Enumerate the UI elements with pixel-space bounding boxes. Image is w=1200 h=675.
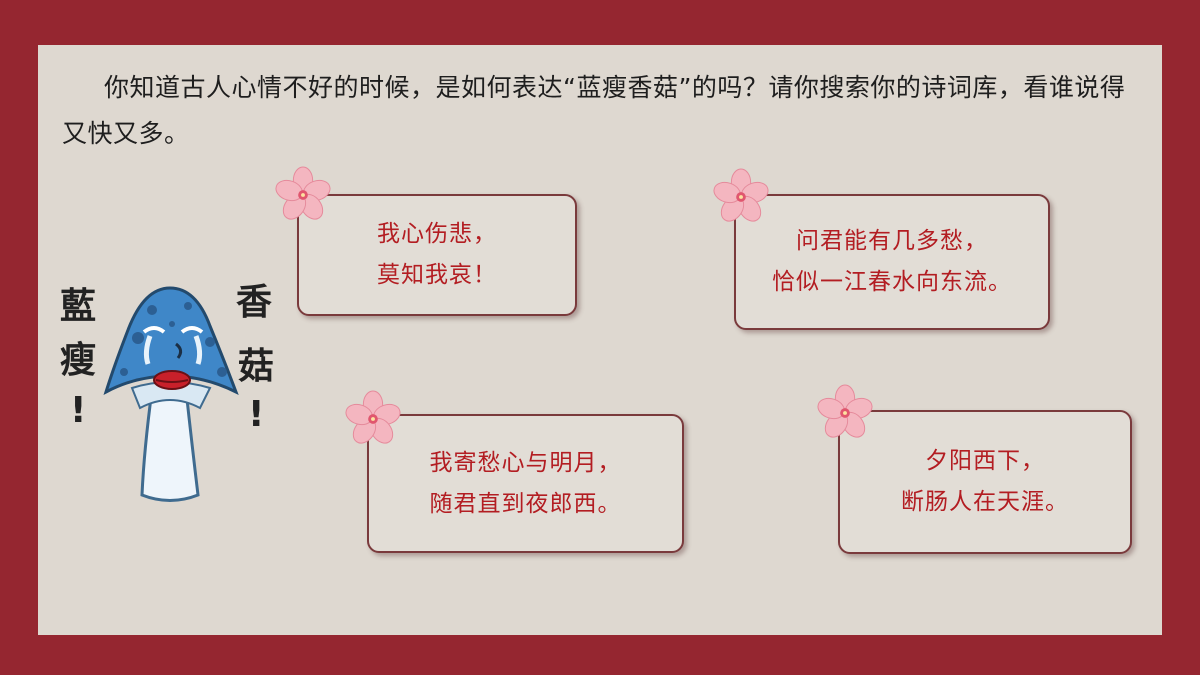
svg-text:瘦: 瘦 [60, 339, 96, 381]
mascot-right-glyphs: 香 菇 ! [236, 281, 274, 435]
poem-2-line-2: 恰似一江春水向东流。 [772, 269, 1012, 295]
svg-text:藍: 藍 [60, 285, 96, 327]
poem-3-line-2: 随君直到夜郎西。 [429, 490, 622, 517]
cherry-blossom-icon [345, 390, 401, 444]
svg-text:!: ! [248, 394, 264, 435]
poem-4-line-2: 断肠人在天涯。 [901, 489, 1069, 515]
svg-text:!: ! [70, 390, 86, 431]
cherry-blossom-icon [713, 168, 769, 222]
svg-text:菇: 菇 [238, 345, 274, 387]
cherry-blossom-icon [817, 384, 873, 438]
svg-text:香: 香 [236, 281, 272, 323]
poem-card-3: 我寄愁心与明月， 随君直到夜郎西。 [367, 414, 684, 553]
poem-3-line-1: 我寄愁心与明月， [429, 449, 622, 476]
poem-card-4: 夕阳西下， 断肠人在天涯。 [838, 410, 1132, 554]
cherry-blossom-icon [275, 166, 331, 220]
crying-mushroom-illustration: 藍 瘦 ! 香 菇 ! [60, 281, 274, 502]
poem-card-2: 问君能有几多愁， 恰似一江春水向东流。 [734, 194, 1050, 330]
intro-text: 你知道古人心情不好的时候，是如何表达“蓝瘦香菇”的吗？请你搜索你的诗词库，看谁说… [62, 73, 1126, 148]
poem-2-line-1: 问君能有几多愁， [796, 228, 988, 254]
poem-1-line-2: 莫知我哀！ [377, 262, 497, 288]
mascot-left-glyphs: 藍 瘦 ! [60, 285, 96, 431]
poem-4-line-1: 夕阳西下， [925, 448, 1045, 474]
poem-card-1: 我心伤悲， 莫知我哀！ [297, 194, 577, 316]
poem-1-line-1: 我心伤悲， [377, 221, 497, 247]
